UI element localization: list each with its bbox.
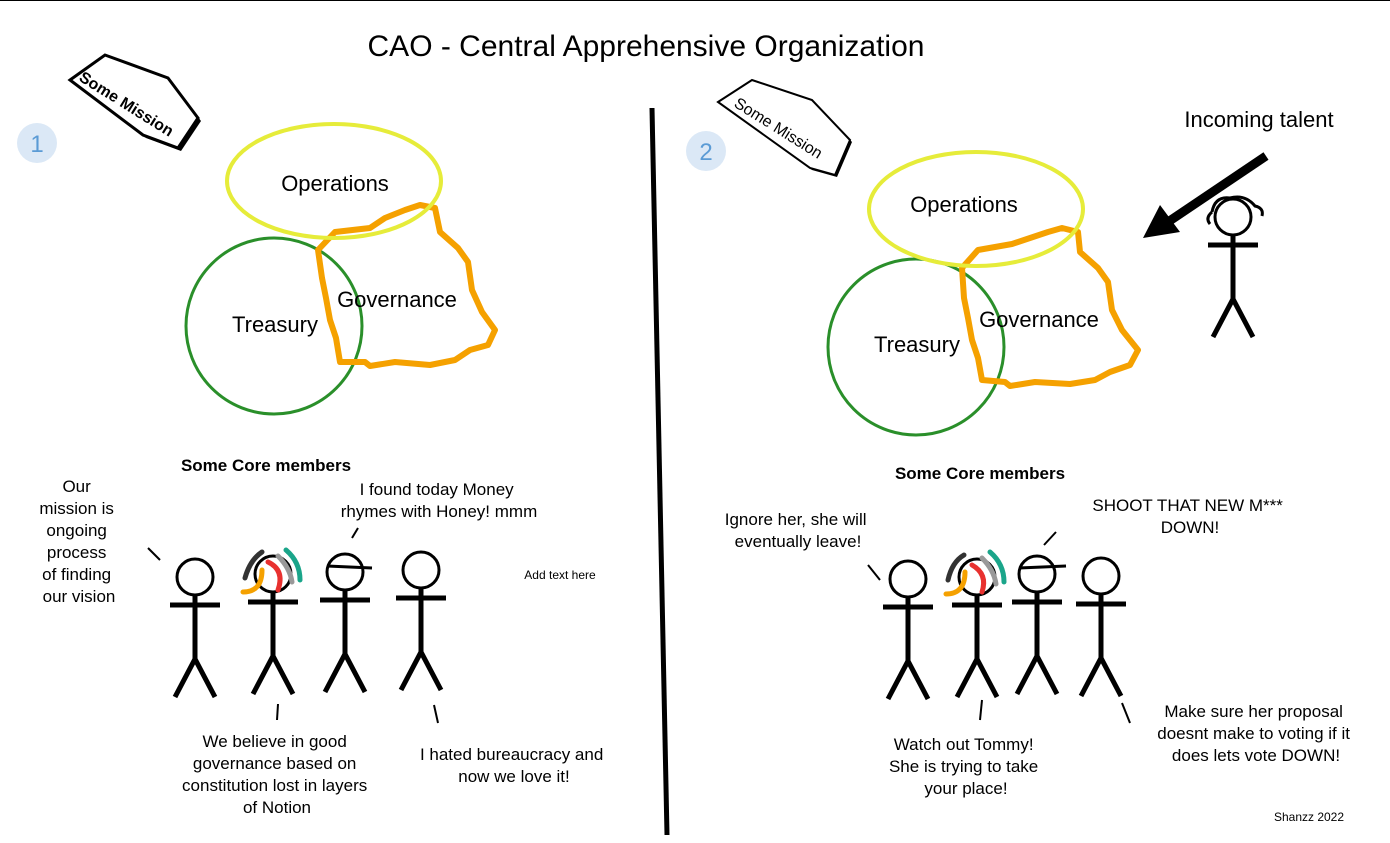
panel-2-core-heading: Some Core members: [895, 464, 1065, 483]
panel-1-figure-2-hair: [240, 547, 303, 595]
panel-2-speech-tick-watch: [979, 699, 983, 721]
panel-2-operations-ellipse: [867, 150, 1085, 268]
incoming-talent-hair: [1206, 195, 1264, 225]
panel-1: 1 Some Mission Operations Governance Tre…: [17, 53, 608, 817]
panel-1-quote-mission: Our mission is ongoing process of findin…: [39, 477, 118, 606]
panel-2-figure-2-hair: [943, 549, 1007, 597]
panel-2-speech-tick-ignore: [867, 564, 881, 581]
panel-2-speech-tick-proposal: [1121, 702, 1131, 724]
panel-2-figure-3-cap: [1018, 564, 1067, 570]
panel-2-number: 2: [699, 139, 712, 166]
panel-2-quote-ignore: Ignore her, she will eventually leave!: [725, 510, 871, 551]
panel-2-speech-tick-shoot: [1043, 531, 1057, 546]
panel-2-governance-label: Governance: [979, 307, 1099, 332]
panel-1-speech-tick-money: [351, 527, 359, 539]
panel-1-treasury-label: Treasury: [232, 312, 318, 337]
panel-1-governance-shape: [315, 202, 498, 369]
panel-1-speech-tick-governance: [276, 703, 279, 721]
panel-2-stick-figure-1: [883, 561, 933, 699]
panel-2-quote-shoot: SHOOT THAT NEW M*** DOWN!: [1092, 496, 1287, 537]
panel-2-quote-proposal: Make sure her proposal doesnt make to vo…: [1157, 702, 1355, 765]
incoming-talent-figure: [1208, 199, 1258, 337]
panel-1-operations-label: Operations: [281, 171, 389, 196]
panel-2: 2 Some Mission Operations Governance Tre…: [686, 78, 1355, 824]
panel-1-stick-figure-4: [396, 552, 446, 690]
signature: Shanzz 2022: [1274, 810, 1344, 824]
panel-1-number-badge: [17, 123, 57, 163]
panel-2-mission-tag: Some Mission: [716, 78, 852, 177]
panel-2-treasury-circle: [826, 257, 1006, 437]
panel-2-operations-label: Operations: [910, 192, 1018, 217]
panel-1-treasury-circle: [184, 236, 364, 416]
panel-2-stick-figure-4: [1076, 558, 1126, 696]
panel-2-number-badge: [686, 131, 726, 171]
page-title: CAO - Central Apprehensive Organization: [368, 30, 925, 63]
panel-1-stick-figure-3: [320, 554, 370, 692]
panel-1-quote-money: I found today Money rhymes with Honey! m…: [341, 480, 537, 521]
panel-1-governance-label: Governance: [337, 287, 457, 312]
panel-1-placeholder-text: Add text here: [524, 568, 596, 582]
panel-1-core-heading: Some Core members: [181, 456, 351, 475]
panel-1-speech-tick-bureaucracy: [433, 704, 439, 724]
incoming-arrow-icon: [1143, 152, 1269, 238]
panel-1-speech-tick-mission: [147, 547, 161, 561]
panel-1-quote-bureaucracy: I hated bureaucracy and now we love it!: [420, 745, 608, 786]
panel-1-stick-figure-1: [170, 559, 220, 697]
panel-2-quote-watch: Watch out Tommy! She is trying to take y…: [889, 735, 1043, 798]
panel-1-operations-ellipse: [225, 122, 443, 240]
panel-1-mission-tag: Some Mission: [67, 53, 201, 151]
panel-1-quote-governance: We believe in good governance based on c…: [182, 732, 372, 817]
panel-2-treasury-label: Treasury: [874, 332, 960, 357]
panel-1-number: 1: [30, 131, 43, 158]
panel-2-governance-shape: [959, 225, 1141, 389]
panel-1-figure-3-cap: [326, 564, 373, 570]
incoming-talent-label: Incoming talent: [1184, 107, 1333, 132]
panel-divider: [649, 107, 670, 836]
panel-2-stick-figure-3: [1012, 556, 1062, 694]
